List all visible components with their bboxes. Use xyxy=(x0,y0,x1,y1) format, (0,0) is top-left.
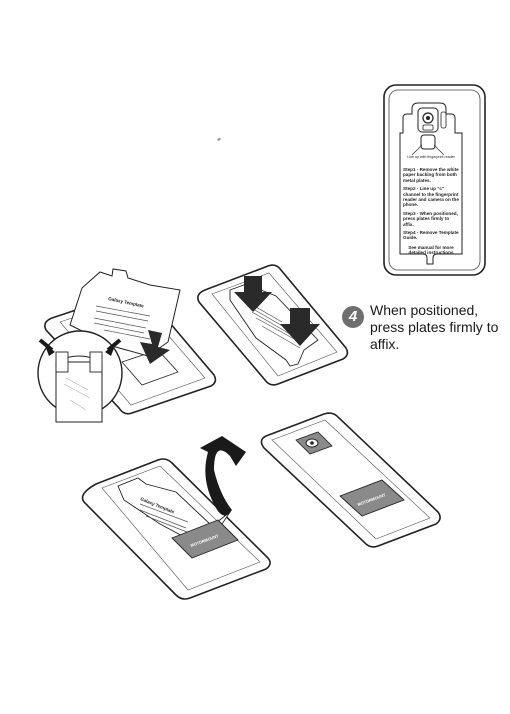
template-step2: Step2 - Line up "c" channel to the finge… xyxy=(403,186,459,208)
template-step1: Step1 - Remove the white paper backing f… xyxy=(403,167,459,183)
step4-instruction-text: When positioned, press plates firmly to … xyxy=(370,302,499,352)
phone-with-template-topright: Line up with fingerprint reader Step1 - … xyxy=(383,84,486,276)
curved-arrow-icon xyxy=(200,436,246,516)
step-finished-phone: MOTORMOUNT xyxy=(260,412,441,548)
template-step3: Step3 - When positioned, press plates fi… xyxy=(403,210,458,227)
step-press-plates xyxy=(197,264,349,386)
template-manual: See manual for more detailed instruction… xyxy=(408,244,454,255)
template-align-hint: Line up with fingerprint reader xyxy=(407,155,455,159)
template-step4: Step4 - Remove Template Guide. xyxy=(403,230,459,241)
step-peel-template: Galaxy Template xyxy=(37,268,217,423)
step-remove-template: Galaxy Template MOTORMOUNT xyxy=(81,458,271,600)
step-number-badge: 4 xyxy=(342,306,364,328)
